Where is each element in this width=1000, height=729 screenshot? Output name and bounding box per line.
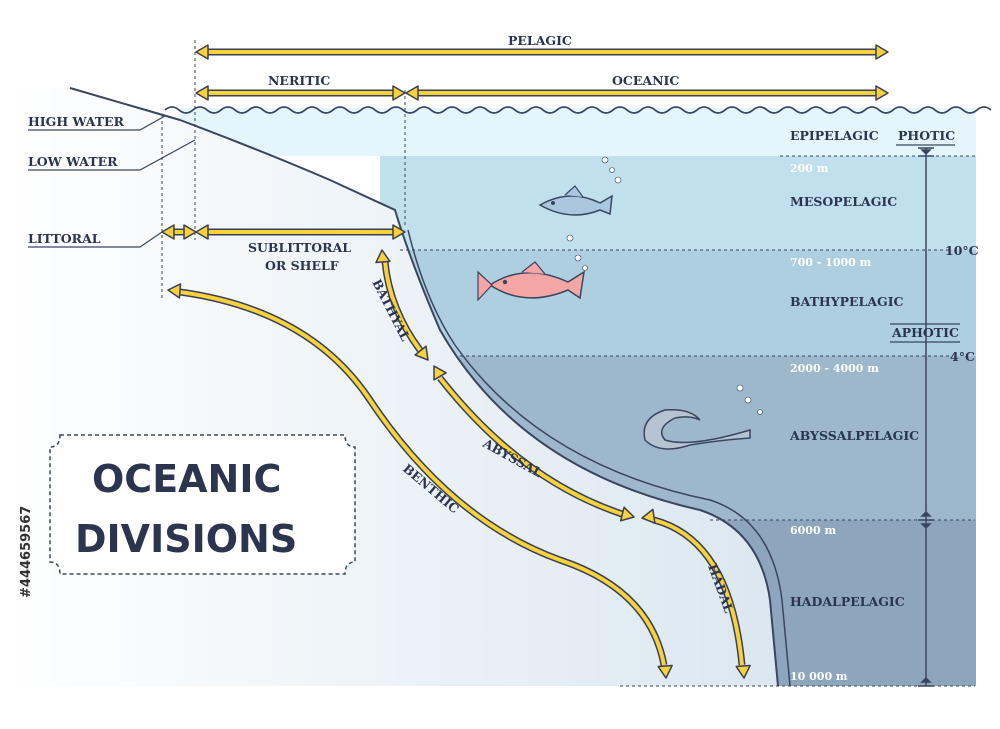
depth-marker-2000-4000: 2000 - 4000 m [790,362,879,375]
stock-id: #444659567 [19,506,34,598]
zone-mesopelagic [380,156,976,250]
depth-marker-10000: 10 000 m [790,670,848,683]
sublittoral-label-line2: OR SHELF [265,258,339,273]
zone-bathypelagic [400,250,976,356]
littoral-arrow [161,224,197,240]
title-line1: OCEANIC [92,457,281,501]
photic-label: PHOTIC [898,128,955,143]
benthic-arrows [167,249,751,679]
water-surface-waves [164,106,992,114]
abyssal-arrow [433,365,635,522]
zone-name-abyssalpelagic: ABYSSALPELAGIC [789,428,919,443]
temperature-10c: 10°C [945,243,979,258]
aphotic-label: APHOTIC [891,325,959,340]
oceanic-label: OCEANIC [612,73,679,88]
temperature-4c: 4°C [950,349,975,364]
bubbles [566,156,763,415]
zone-name-bathypelagic: BATHYPELAGIC [790,294,904,309]
depth-marker-700-1000: 700 - 1000 m [790,256,872,269]
sublittoral-label-line1: SUBLITTORAL [248,240,351,255]
pelagic-arrow [195,44,889,60]
low-water-label: LOW WATER [28,154,118,169]
seabed-inner-line [407,229,791,687]
hadal-arrow [641,508,751,679]
littoral-label: LITTORAL [28,231,101,246]
pelagic-label: PELAGIC [508,33,572,48]
zone-name-epipelagic: EPIPELAGIC [790,128,879,143]
depth-guide-lines [161,40,975,687]
bathypelagic-fish-icon [477,261,585,302]
neritic-label: NERITIC [268,73,330,88]
shore-leaders [28,115,196,248]
seabed-outline [69,87,779,687]
sublittoral-arrow [195,224,406,240]
bathyal-arrow [375,249,429,361]
zone-name-mesopelagic: MESOPELAGIC [790,194,897,209]
horizontal-arrows [161,44,889,240]
oceanic-arrow [405,85,889,101]
benthic-arrow [167,283,673,679]
depth-marker-6000: 6000 m [790,524,836,537]
depth-marker-200: 200 m [790,162,829,175]
light-zone-scale [918,147,934,687]
title-box: OCEANIC DIVISIONS [49,434,356,575]
zone-name-hadalpelagic: HADALPELAGIC [790,594,905,609]
neritic-arrow [195,85,406,101]
high-water-label: HIGH WATER [28,114,125,129]
mesopelagic-fish-icon [538,185,613,216]
zone-epipelagic [180,108,976,156]
title-line2: DIVISIONS [75,517,297,561]
abyssal-eel-icon [643,408,751,450]
